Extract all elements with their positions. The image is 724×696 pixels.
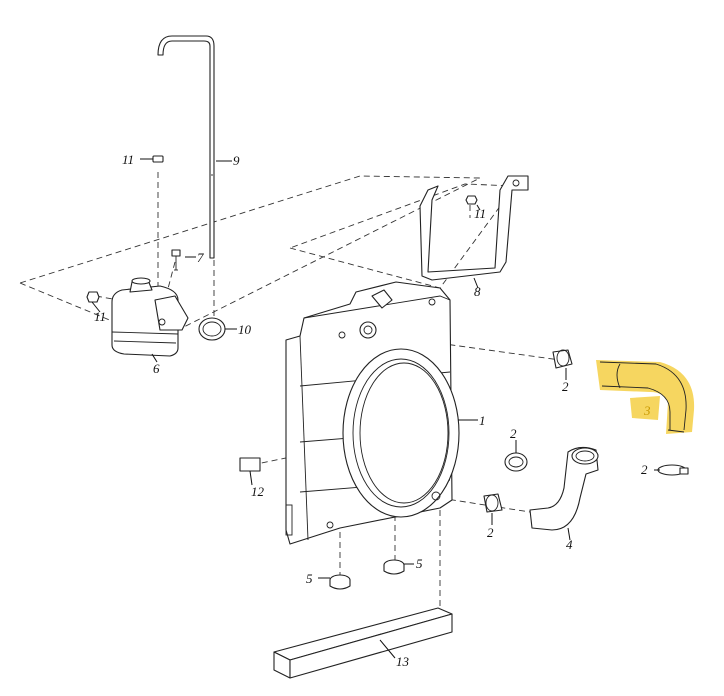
part-1-radiator-shroud	[285, 281, 460, 545]
callout-5-right: 5	[416, 556, 423, 571]
callout-4: 4	[566, 537, 573, 552]
callout-13: 13	[396, 654, 410, 669]
part-12-plate	[239, 457, 261, 472]
part-5-mounts	[329, 559, 405, 590]
callout-2-upper: 2	[562, 379, 569, 394]
callout-6: 6	[153, 361, 160, 376]
callout-11-right: 11	[474, 206, 486, 221]
part-13-foam-strip	[273, 607, 453, 679]
callout-3: 3	[643, 403, 651, 418]
callout-11-left: 11	[94, 309, 106, 324]
callout-12: 12	[251, 484, 265, 499]
part-8-bracket	[419, 175, 529, 281]
part-7-bolt	[171, 249, 181, 271]
part-10-ring	[198, 317, 226, 341]
part-6-expansion-tank	[111, 277, 189, 357]
callout-1: 1	[479, 413, 486, 428]
callout-8: 8	[474, 284, 481, 299]
callout-10: 10	[238, 322, 252, 337]
callout-9: 9	[233, 153, 240, 168]
part-2-hose-clamps	[483, 349, 689, 513]
callout-2-lower: 2	[487, 525, 494, 540]
callout-5-left: 5	[306, 571, 313, 586]
callout-2-mid: 2	[510, 426, 517, 441]
part-9-overflow-tube	[157, 35, 215, 259]
part-4-lower-hose	[529, 446, 599, 531]
callout-labels: 11 9 7 10 11 6 11 8 1 2 2 2 2 3 4 5 5 12…	[94, 152, 651, 669]
callout-7: 7	[197, 250, 204, 265]
part-3-upper-hose	[596, 360, 695, 434]
callout-11-top: 11	[122, 152, 134, 167]
callout-2-right: 2	[641, 462, 648, 477]
leader-lines	[91, 158, 660, 659]
